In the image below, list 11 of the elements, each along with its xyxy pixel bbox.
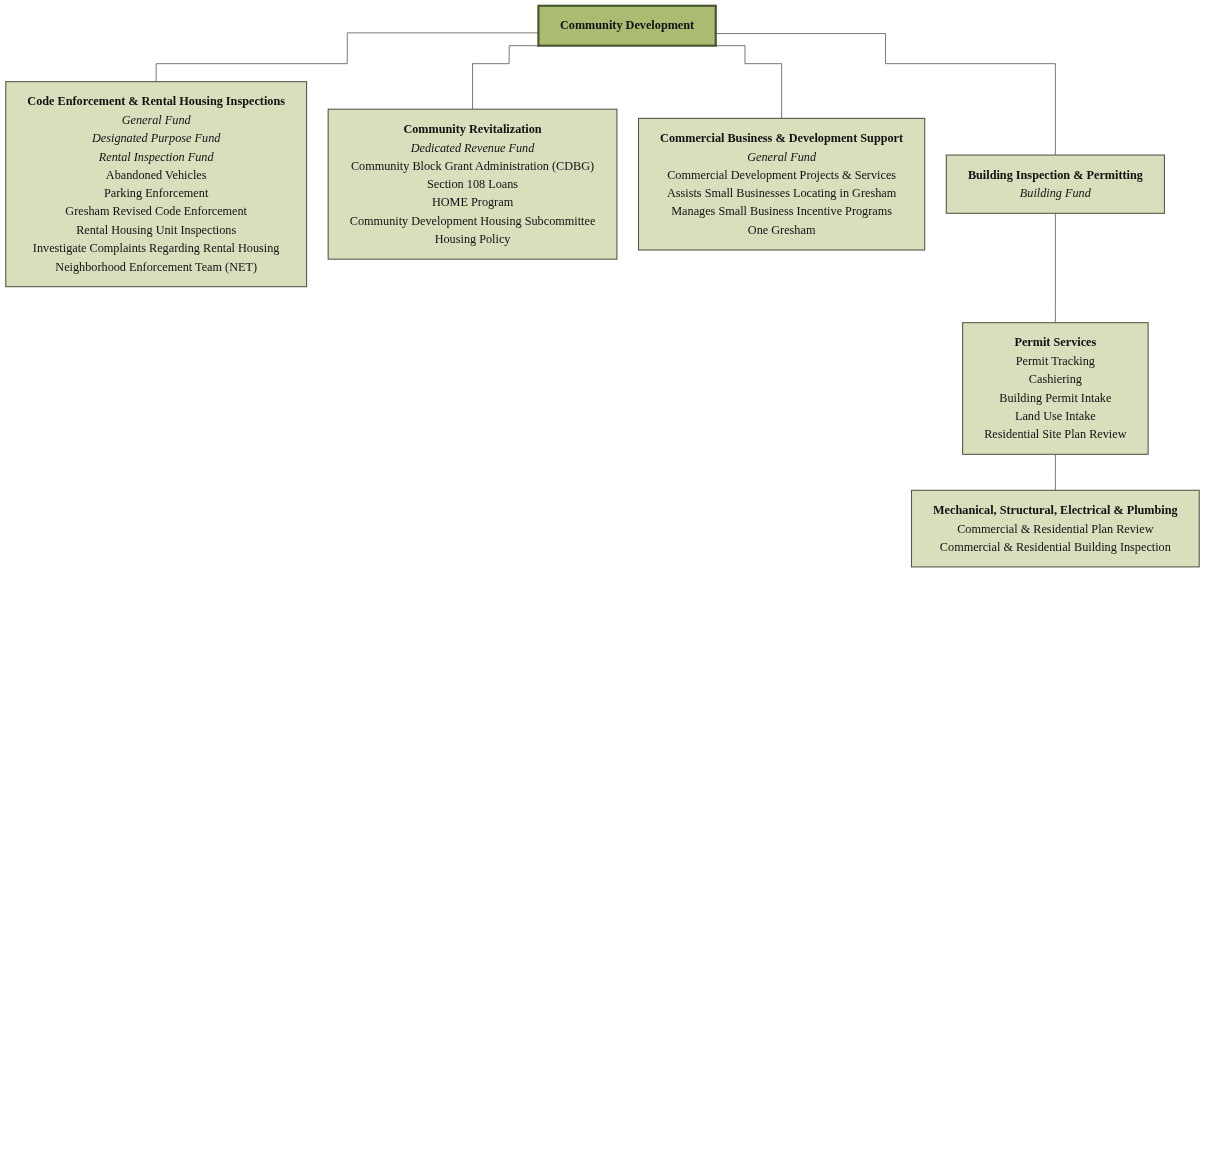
node-box: Community Revitalization Dedicated Revenue Fund Community Block Grant Administration (CDBG) Section 108 Loans HOME Program Community Development Housing Subcommittee Housing Policy	[327, 108, 618, 260]
connector	[1055, 212, 1056, 324]
node-box: Building Inspection & Permitting Building Fund	[945, 154, 1165, 214]
connector	[715, 33, 1056, 156]
connector	[1055, 453, 1056, 491]
node-box: Mechanical, Structural, Electrical & Plumbing Commercial & Residential Plan Review Commercial & Residential Building Inspection	[910, 489, 1200, 568]
node-box: Code Enforcement & Rental Housing Inspections General Fund Designated Purpose Fund Rental Inspection Fund Abandoned Vehicles Parking Enforcement Gresham Revised Code Enforcement Rental Housing Unit Inspections Investigate Complaints Regarding Rental Housing Neighborhood Enforcement Team (NET)	[5, 81, 308, 288]
node-box: Community Development	[537, 4, 717, 47]
node-box: Permit Services Permit Tracking Cashiering Building Permit Intake Land Use Intake Residential Site Plan Review	[962, 322, 1149, 455]
connector	[155, 32, 539, 82]
node-box: Commercial Business & Development Support General Fund Commercial Development Projects & Services Assists Small Businesses Locating in Gresham Manages Small Business Incentive Programs One Gresham	[638, 117, 926, 251]
